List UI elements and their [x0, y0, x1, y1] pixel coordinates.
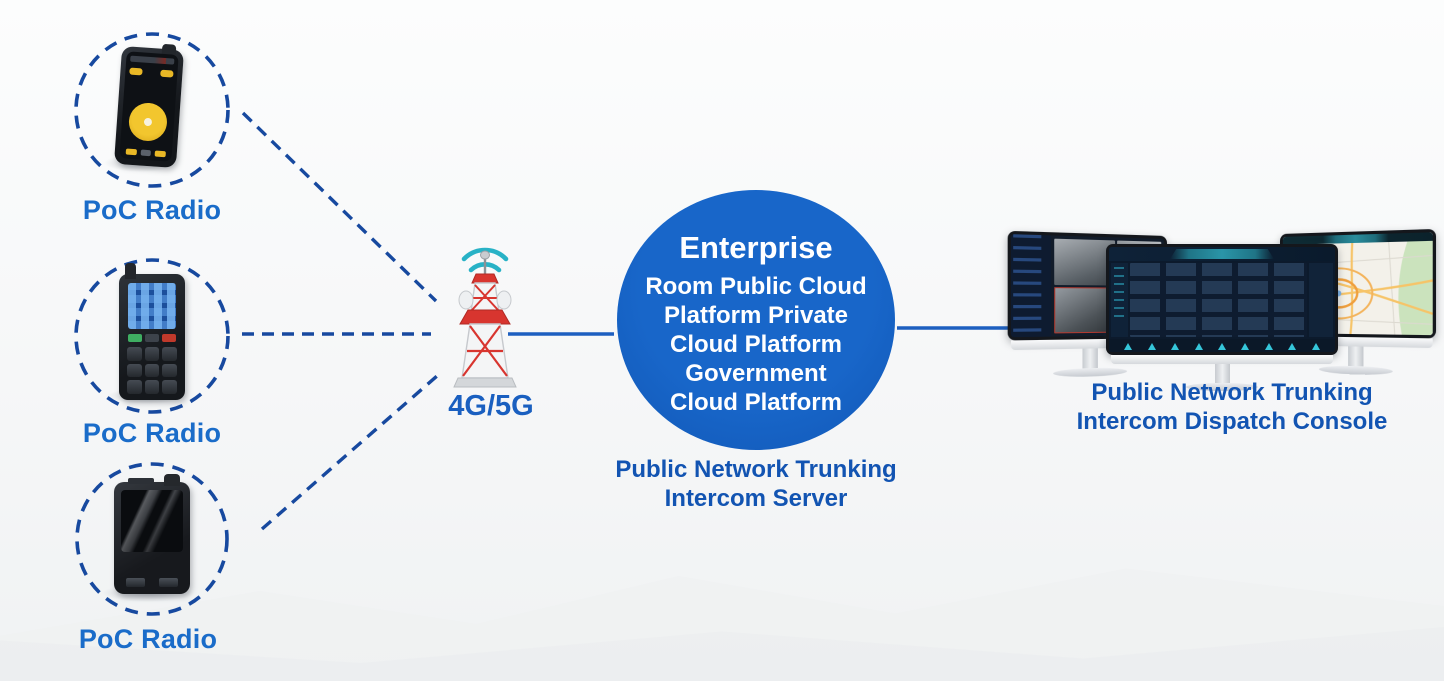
- speaker-grille: [128, 478, 154, 484]
- monitor-base: [1186, 383, 1258, 391]
- bottom-controls: [125, 148, 166, 158]
- monitor-stand: [1214, 364, 1230, 383]
- platform-line: Cloud Platform: [669, 389, 842, 416]
- poc-keypad-phone-icon: [119, 263, 185, 400]
- monitor-bezel: [1106, 244, 1338, 355]
- device-circle-1: [74, 32, 230, 188]
- dashboard-screen: [1109, 247, 1335, 352]
- console-caption-line1: Public Network Trunking: [1091, 379, 1373, 406]
- dashboard-title-block: [1170, 249, 1274, 259]
- status-bar: [130, 55, 175, 65]
- server-caption-line1: Public Network Trunking: [615, 456, 897, 483]
- poc-radio-2-label: PoC Radio: [82, 418, 222, 448]
- poc-radio-1-group: [104, 43, 188, 178]
- solid-links: [508, 326, 1012, 336]
- nav-key: [145, 334, 159, 342]
- network-4g5g-label: 4G/5G: [448, 390, 534, 422]
- hangup-key: [162, 334, 176, 342]
- poc-radio-3-label: PoC Radio: [78, 624, 218, 654]
- keypad: [127, 347, 177, 394]
- enterprise-title: Enterprise: [679, 230, 833, 265]
- group-button: [129, 67, 143, 76]
- answer-key: [128, 334, 142, 342]
- monitor-dashboard: [1106, 244, 1338, 391]
- phone-screen: [121, 490, 183, 552]
- link-radio1-tower: [241, 111, 438, 303]
- dashboard-right-panel: [1309, 263, 1333, 337]
- call-keys: [128, 334, 176, 342]
- link-radio3-tower: [260, 374, 439, 531]
- cell-tower-icon: [440, 248, 530, 398]
- platform-line: Platform Private: [663, 302, 849, 329]
- dashed-device-circles: [74, 32, 230, 616]
- poc-radio-2-group: [107, 263, 189, 404]
- dashed-links: [241, 111, 439, 531]
- device-card-grid: [1130, 263, 1307, 337]
- bottom-keys: [126, 578, 178, 587]
- monitor-chin: [1110, 355, 1334, 364]
- antenna-icon: [125, 263, 136, 279]
- poc-rugged-radio-icon: [114, 474, 190, 594]
- monitor-stand: [1082, 348, 1098, 369]
- ptt-button-icon: [127, 101, 169, 143]
- platform-line: Cloud Platform: [669, 331, 842, 358]
- poc-radio-1-label: PoC Radio: [82, 195, 222, 225]
- dashboard-header-bar: [1109, 247, 1335, 261]
- dashboard-device-icons-row: [1109, 339, 1335, 352]
- poc-smartphone-icon: [113, 43, 185, 169]
- platform-line: Government: [685, 360, 827, 387]
- device-circle-3: [75, 462, 229, 616]
- dashboard-body: [1109, 261, 1335, 339]
- device-circle-2: [74, 258, 230, 414]
- console-caption: Public Network Trunking Intercom Dispatc…: [1056, 378, 1408, 436]
- enterprise-platforms-text: Room Public Cloud Platform Private Cloud…: [645, 272, 866, 417]
- dispatch-console-monitors: [1007, 228, 1437, 391]
- dashboard-left-panel: [1111, 263, 1128, 337]
- phone-screen: [128, 283, 176, 329]
- group-button: [160, 69, 174, 78]
- server-caption-line2: Intercom Server: [664, 485, 848, 512]
- poc-radio-3-group: [102, 474, 194, 602]
- enterprise-server-circle: Enterprise Room Public Cloud Platform Pr…: [617, 190, 895, 450]
- platform-line: Room Public Cloud: [645, 273, 867, 300]
- phone-screen: [119, 51, 179, 162]
- console-caption-line2: Intercom Dispatch Console: [1076, 408, 1388, 435]
- video-sidebar: [1010, 234, 1052, 338]
- server-caption: Public Network Trunking Intercom Server: [597, 455, 915, 513]
- antenna-icon: [164, 474, 180, 486]
- monitor-stand: [1347, 346, 1363, 367]
